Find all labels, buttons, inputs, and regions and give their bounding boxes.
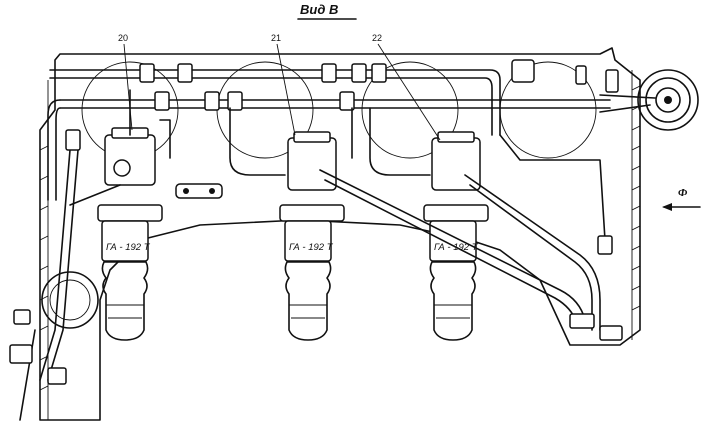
callout-20-leader [123, 43, 133, 131]
pulley-outer [637, 69, 699, 131]
callout-20: 20 [118, 33, 128, 43]
frame-hatching-right [631, 85, 641, 311]
bore-3 [361, 61, 459, 159]
unit-21-body [284, 261, 332, 341]
background-bores [41, 61, 597, 329]
pipe-top-2 [49, 77, 493, 136]
unit-22-head [431, 137, 481, 191]
unit-20-label: ГА - 192 Т [106, 242, 151, 253]
top-right-fitting [511, 59, 535, 83]
pipe-left-down-1 [47, 99, 61, 201]
callouts: 20 21 22 [118, 33, 441, 141]
top-pipelines [47, 59, 611, 201]
view-title-text: Вид В [300, 2, 338, 17]
frame-hatching-left [39, 145, 49, 391]
pipe-left-down-2 [55, 107, 61, 201]
direction-indicator: Ф [662, 187, 701, 211]
unit-20-head [104, 134, 156, 186]
unit-21: ГА - 192 Т [229, 107, 345, 341]
unit-20-body [101, 261, 149, 341]
left-pipelines [9, 129, 81, 421]
lower-left-port [41, 271, 99, 329]
direction-label: Ф [678, 187, 688, 199]
callout-21-leader [276, 43, 296, 136]
unit-20: ГА - 192 Т [97, 89, 171, 341]
view-title: Вид В [297, 2, 357, 20]
lower-left-port-inner [49, 279, 91, 321]
mounting-plate [175, 183, 223, 199]
pipe-top-1 [49, 69, 501, 136]
unit-21-label: ГА - 192 Т [289, 242, 334, 253]
callout-21: 21 [271, 33, 281, 43]
diagonal-pipelines [69, 134, 623, 341]
arrow-left-icon [662, 203, 672, 211]
unit-22-body [429, 261, 477, 341]
callout-22-leader [377, 43, 441, 141]
pulley-assembly [599, 69, 699, 131]
callout-22: 22 [372, 33, 382, 43]
